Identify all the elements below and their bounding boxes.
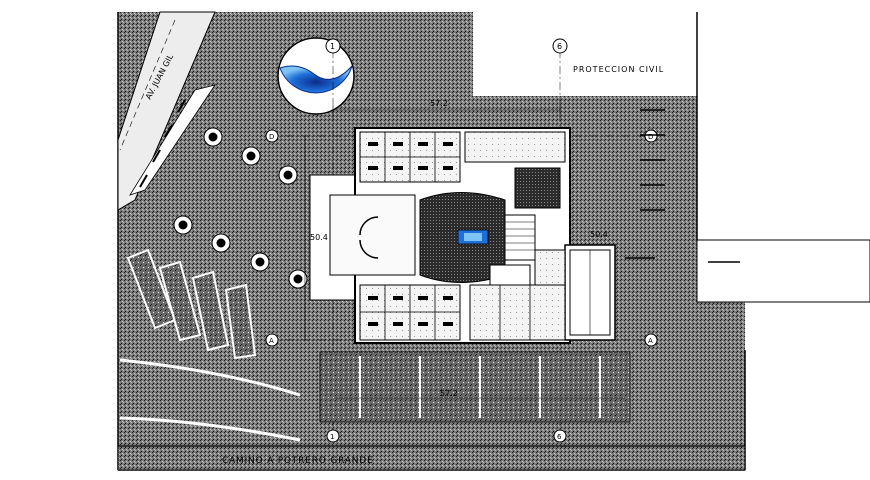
dimension-side: 50.4	[590, 230, 608, 239]
axis-bubble-d-left: D	[265, 129, 279, 143]
building-footprint	[309, 127, 616, 344]
water-wave-logo	[277, 37, 355, 115]
axis-bubble-1-top: 1	[325, 38, 341, 54]
bottom-parking	[319, 351, 631, 423]
svg-text:1: 1	[330, 42, 335, 51]
dimension-bottom: 57.2	[440, 389, 458, 398]
axis-bubble-a-right: A	[644, 333, 658, 347]
svg-text:A: A	[269, 337, 274, 345]
svg-text:D: D	[269, 133, 274, 141]
street-band	[117, 11, 216, 211]
svg-text:1: 1	[330, 433, 334, 441]
svg-text:A: A	[648, 337, 653, 345]
axis-bubble-1-bottom: 1	[326, 429, 340, 443]
svg-text:6: 6	[557, 433, 562, 441]
axis-bubble-6-top: 6	[552, 38, 568, 54]
parking-edge	[119, 358, 301, 442]
axis-bubble-d-right: D	[644, 129, 658, 143]
diagonal-parking	[126, 248, 257, 360]
axis-bubble-a-left: A	[265, 333, 279, 347]
dimension-width: 57.2	[430, 99, 448, 108]
axis-bubble-6-bottom: 6	[553, 429, 567, 443]
svg-text:D: D	[648, 133, 653, 141]
garden-trees	[173, 127, 308, 289]
road-label: CAMINO A POTRERO GRANDE	[222, 456, 373, 466]
right-parking	[625, 109, 740, 263]
dimension-height: 50.4	[310, 233, 328, 242]
svg-text:6: 6	[557, 42, 562, 51]
road-band	[117, 445, 746, 471]
neighbor-label: PROTECCION CIVIL	[573, 65, 664, 74]
